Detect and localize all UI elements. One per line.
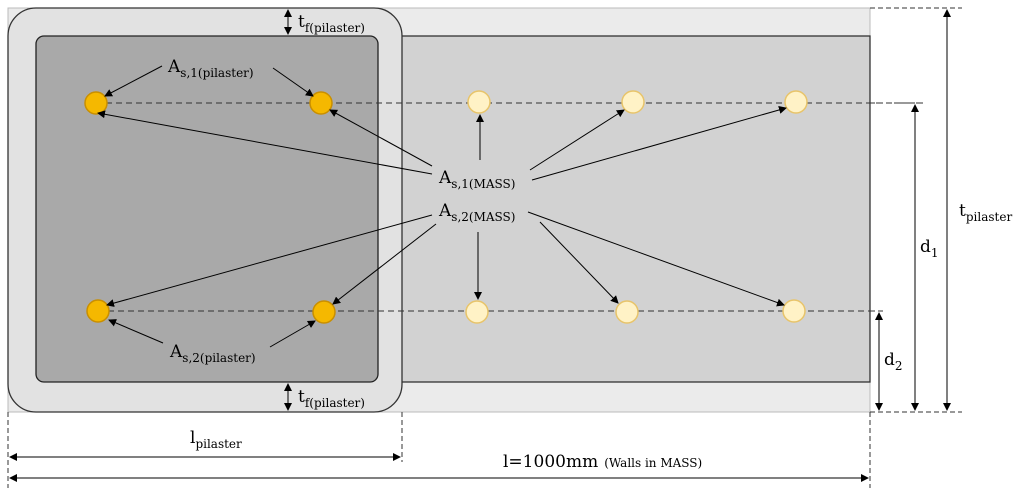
arrow-as1p-left [104,65,163,97]
label-as2-pilaster: As,2(pilaster) [169,342,256,365]
arrow-as2p-right [269,320,316,348]
label-as1-mass: As,1(MASS) [438,168,515,191]
mass-bar-bottom-1 [465,300,489,324]
label-l-pilaster: lpilaster [190,428,242,451]
arrow-as2p-left [108,319,164,344]
arrow-as2m-mass-3 [527,211,785,307]
pilaster-core [35,35,379,383]
arrow-as2m-pilaster-left [106,214,433,307]
arrow-as1m-mass-3 [531,106,787,181]
arrow-as1m-pilaster-left [97,110,433,175]
label-d1: d1 [920,237,939,260]
mass-bar-top-2 [621,90,645,114]
arrow-as2m-mass-2 [539,221,619,304]
mass-bar-top-1 [467,90,491,114]
mass-wall-core [399,35,871,383]
pilaster-bar-top-right [309,91,333,115]
label-tf-top: tf(pilaster) [298,12,365,35]
arrow-as1m-pilaster-right [329,109,433,167]
label-as2-mass: As,2(MASS) [438,201,515,224]
pilaster-bar-bottom-left [86,299,110,323]
label-tf-bottom: tf(pilaster) [298,387,365,410]
label-d2: d2 [884,350,903,373]
arrow-as2m-pilaster-right [332,223,437,305]
mass-bar-top-3 [784,90,808,114]
mass-bar-bottom-3 [782,299,806,323]
pilaster-bar-top-left [84,91,108,115]
arrow-as1m-mass-2 [529,109,625,171]
label-t-pilaster: tpilaster [959,201,1012,224]
pilaster-bar-bottom-right [312,300,336,324]
mass-bar-bottom-2 [615,300,639,324]
label-as1-pilaster: As,1(pilaster) [167,57,254,80]
label-l-total: l=1000mm(Walls in MASS) [503,452,702,472]
arrow-as1p-right [272,67,314,97]
